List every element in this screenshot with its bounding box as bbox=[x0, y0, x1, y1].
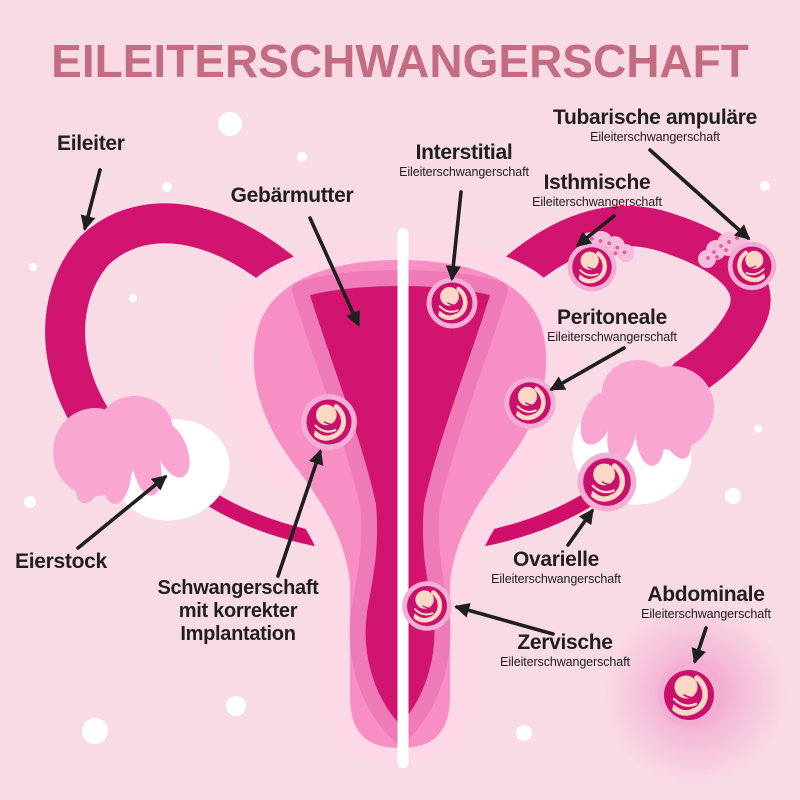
label-interstitial-sub: Eileiterschwangerschaft bbox=[399, 164, 529, 179]
annotation-arrows bbox=[76, 148, 751, 664]
label-isthmische: Isthmische Eileiterschwangerschaft bbox=[532, 171, 662, 209]
arrow-peritoneale bbox=[549, 346, 626, 391]
label-korrekte-implantation-text: Schwangerschaft mit korrekter Implantati… bbox=[157, 577, 319, 645]
arrow-abdominale bbox=[691, 626, 708, 664]
label-tubarische-name: Tubarische ampuläre bbox=[553, 106, 757, 129]
label-gebaermutter-text: Gebärmutter bbox=[230, 184, 354, 207]
label-abdominale-sub: Eileiterschwangerschaft bbox=[641, 606, 771, 621]
arrow-zervische bbox=[454, 602, 555, 636]
label-ovarielle-sub: Eileiterschwangerschaft bbox=[491, 571, 621, 586]
embryo-correct-implantation bbox=[301, 394, 357, 450]
label-ovarielle-name: Ovarielle bbox=[512, 548, 600, 571]
arrow-ovarielle bbox=[566, 508, 594, 547]
arrow-eileiter bbox=[80, 168, 102, 231]
label-interstitial-name: Interstitial bbox=[415, 141, 513, 164]
divider-line bbox=[397, 228, 409, 768]
left-ovary bbox=[53, 396, 230, 521]
label-ovarielle: Ovarielle Eileiterschwangerschaft bbox=[491, 548, 621, 586]
label-zervische-name: Zervische bbox=[517, 631, 613, 654]
left-fimbriae bbox=[53, 396, 190, 504]
label-interstitial: Interstitial Eileiterschwangerschaft bbox=[399, 141, 529, 179]
right-ovary bbox=[572, 360, 714, 505]
label-isthmische-sub: Eileiterschwangerschaft bbox=[532, 194, 662, 209]
label-abdominale: Abdominale Eileiterschwangerschaft bbox=[641, 583, 771, 621]
label-zervische-sub: Eileiterschwangerschaft bbox=[500, 654, 630, 669]
label-zervische: Zervische Eileiterschwangerschaft bbox=[500, 631, 630, 669]
arrow-gebaermutter bbox=[308, 216, 360, 327]
embryo-cervical bbox=[402, 581, 452, 631]
arrow-isthmische bbox=[575, 214, 616, 247]
page-title: EILEITERSCHWANGERSCHAFT bbox=[51, 35, 749, 87]
embryo-tubal-ampullar bbox=[728, 242, 776, 290]
label-eileiter-text: Eileiter bbox=[57, 132, 125, 155]
label-tubarische-ampulaere: Tubarische ampuläre Eileiterschwangersch… bbox=[553, 106, 757, 144]
label-isthmische-name: Isthmische bbox=[543, 171, 651, 194]
label-eierstock-text: Eierstock bbox=[15, 550, 107, 573]
embryo-peritoneal bbox=[504, 377, 555, 428]
label-peritoneale-sub: Eileiterschwangerschaft bbox=[547, 329, 677, 344]
label-eierstock: Eierstock bbox=[15, 550, 107, 574]
embryo-interstitial bbox=[427, 278, 478, 329]
arrow-tubarische bbox=[648, 148, 751, 241]
label-peritoneale-name: Peritoneale bbox=[557, 306, 667, 329]
label-gebaermutter: Gebärmutter bbox=[230, 184, 354, 208]
left-fallopian-tube bbox=[45, 203, 338, 470]
arrow-korrekte-implantation bbox=[276, 449, 324, 578]
embryo-ovarian bbox=[578, 453, 637, 512]
right-fimbriae bbox=[580, 360, 714, 466]
label-eileiter: Eileiter bbox=[57, 132, 125, 156]
label-abdominale-name: Abdominale bbox=[647, 583, 765, 606]
label-korrekte-implantation: Schwangerschaft mit korrekter Implantati… bbox=[143, 577, 333, 646]
embryo-abdominal bbox=[658, 664, 720, 726]
arrow-interstitial bbox=[445, 190, 463, 282]
arrow-eierstock bbox=[76, 475, 168, 550]
embryo-isthmic bbox=[568, 243, 617, 292]
label-peritoneale: Peritoneale Eileiterschwangerschaft bbox=[547, 306, 677, 344]
label-tubarische-sub: Eileiterschwangerschaft bbox=[590, 129, 720, 144]
